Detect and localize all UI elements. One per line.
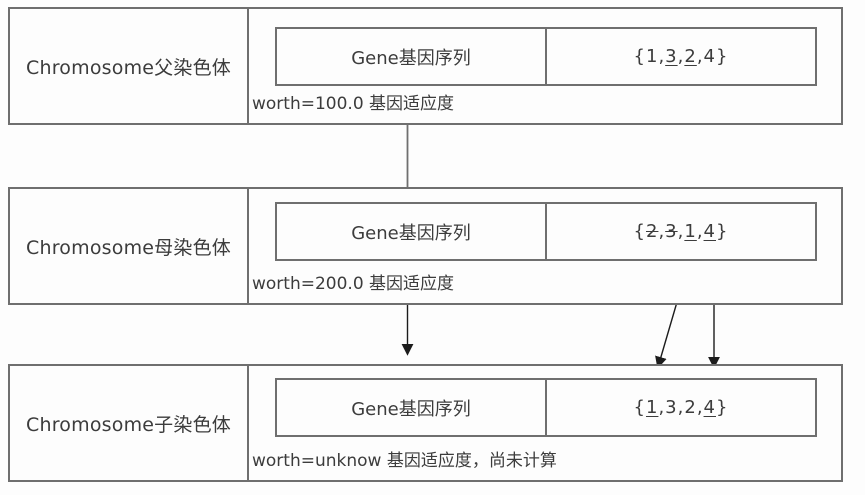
mother-chromosome-box: Chromosome母染色体 Gene基因序列 { 2 ,3 ,1 ,4 } w…	[8, 187, 843, 305]
father-chromosome-box: Chromosome父染色体 Gene基因序列 { 1 ,3 ,2 ,4 } w…	[8, 7, 843, 125]
father-chromosome-label: Chromosome父染色体	[10, 9, 249, 123]
gene-value: 4	[703, 397, 716, 418]
mother-gene-sequence: { 2 ,3 ,1 ,4 }	[633, 221, 729, 242]
gene-value: 2	[645, 221, 659, 242]
mother-worth-text: worth=200.0 基因适应度	[252, 274, 455, 294]
gene-value: 3	[665, 221, 678, 242]
child-gene-box: Gene基因序列 { 1 ,3 ,2 ,4 }	[275, 378, 817, 437]
gene-value: 4	[703, 46, 716, 67]
gene-value: 3	[665, 397, 678, 418]
father-worth-text: worth=100.0 基因适应度	[252, 94, 455, 114]
gene-value: 4	[703, 221, 716, 242]
mother-gene-box: Gene基因序列 { 2 ,3 ,1 ,4 }	[275, 202, 817, 261]
father-content: Gene基因序列 { 1 ,3 ,2 ,4 } worth=100.0 基因适应…	[249, 9, 841, 123]
child-worth-text: worth=unknow 基因适应度，尚未计算	[252, 451, 557, 471]
child-gene-label: Gene基因序列	[277, 380, 547, 435]
gene-value: 3	[665, 46, 678, 67]
gene-value: 2	[684, 46, 697, 67]
father-gene-sequence: { 1 ,3 ,2 ,4 }	[633, 46, 729, 67]
gene-value: 2	[684, 397, 697, 418]
child-gene-sequence: { 1 ,3 ,2 ,4 }	[633, 397, 729, 418]
gene-value: 1	[684, 221, 697, 242]
mother-content: Gene基因序列 { 2 ,3 ,1 ,4 } worth=200.0 基因适应…	[249, 189, 841, 303]
child-content: Gene基因序列 { 1 ,3 ,2 ,4 } worth=unknow 基因适…	[249, 366, 841, 480]
gene-value: 1	[645, 397, 659, 418]
father-gene-box: Gene基因序列 { 1 ,3 ,2 ,4 }	[275, 27, 817, 86]
child-chromosome-box: Chromosome子染色体 Gene基因序列 { 1 ,3 ,2 ,4 } w…	[8, 364, 843, 482]
gene-value: 1	[645, 46, 659, 67]
child-chromosome-label: Chromosome子染色体	[10, 366, 249, 480]
father-gene-label: Gene基因序列	[277, 29, 547, 84]
mother-gene-label: Gene基因序列	[277, 204, 547, 259]
mother-chromosome-label: Chromosome母染色体	[10, 189, 249, 303]
